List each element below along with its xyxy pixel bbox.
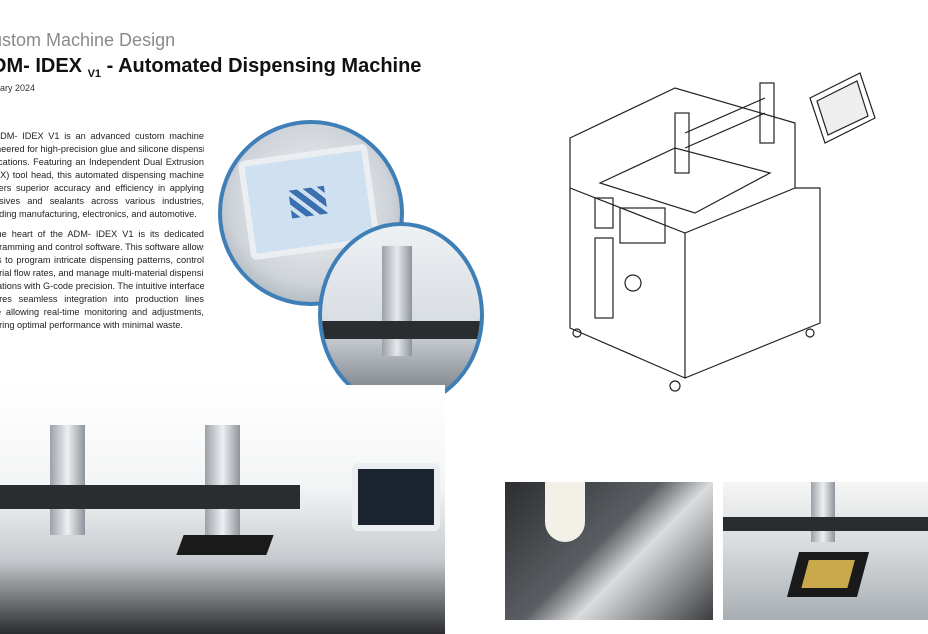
- text-line: vers superior accuracy and efficiency in…: [0, 183, 204, 193]
- description-paragraph-1: ADM- IDEX V1 is an advanced custom machi…: [0, 130, 204, 221]
- text-line: ineered for high-precision glue and sili…: [0, 144, 204, 154]
- text-line: esives and sealants across various indus…: [0, 196, 204, 206]
- fixture-photo: [723, 482, 928, 620]
- gantry: [723, 517, 928, 531]
- dispensing-head: [382, 246, 412, 356]
- gantry-rail: [322, 321, 480, 339]
- text-line: erial flow rates, and manage multi-mater…: [0, 268, 204, 278]
- gantry: [0, 485, 300, 509]
- machine-line-drawing: [569, 72, 876, 392]
- workpiece-tray: [176, 535, 274, 555]
- dispensing-detail-photo: [505, 482, 713, 620]
- tool-head-closeup-image: [318, 222, 484, 408]
- text-line: EX) tool head, this automated dispensing…: [0, 170, 204, 180]
- description-paragraph-2: the heart of the ADM- IDEX V1 is its ded…: [0, 228, 204, 332]
- nozzle: [545, 482, 585, 542]
- text-line: rations with G-code precision. The intui…: [0, 281, 204, 291]
- section-subtitle: ustom Machine Design: [0, 30, 176, 50]
- text-line: gramming and control software. This soft…: [0, 242, 204, 252]
- title-rest: - Automated Dispensing Machine: [101, 55, 422, 77]
- touchscreen-closeup-image: [218, 120, 404, 306]
- touchscreen: [352, 463, 440, 531]
- text-line: le allowing real-time monitoring and adj…: [0, 307, 204, 317]
- fixture-plate: [786, 552, 870, 597]
- tool-head-t1: [205, 425, 240, 535]
- project-date: ruary 2024: [0, 83, 36, 93]
- text-line: uring optimal performance with minimal w…: [0, 320, 183, 330]
- pcb: [801, 560, 855, 588]
- text-line: lications. Featuring an Independent Dual…: [0, 157, 204, 167]
- page-title: DM- IDEX V1 - Automated Dispensing Machi…: [0, 55, 421, 80]
- text-line: ures seamless integration into productio…: [0, 294, 204, 304]
- control-buttons: [288, 185, 328, 219]
- text-line: the heart of the ADM- IDEX V1 is its ded…: [0, 229, 204, 239]
- text-line: uding manufacturing, electronics, and au…: [0, 209, 197, 219]
- text-line: ADM- IDEX V1 is an advanced custom machi…: [0, 131, 204, 141]
- title-version: V1: [87, 68, 102, 80]
- tool-head-t0: [50, 425, 85, 535]
- text-line: rs to program intricate dispensing patte…: [0, 255, 204, 265]
- tool-head: [811, 482, 835, 542]
- machine-photo-main: [0, 385, 445, 634]
- title-main: DM- IDEX: [0, 55, 88, 77]
